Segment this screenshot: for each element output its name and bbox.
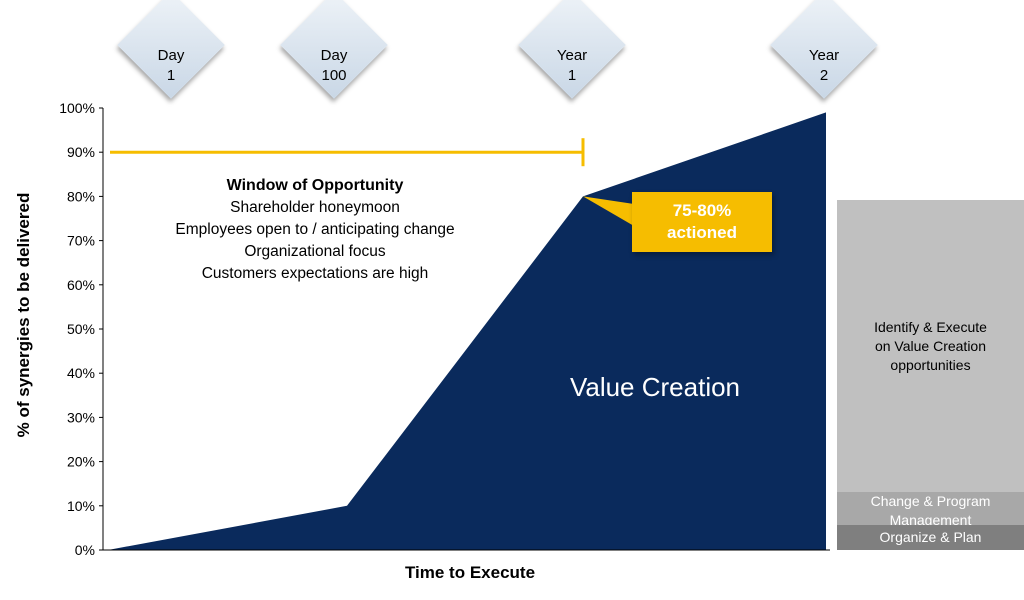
callout-percent: 75-80% <box>672 201 732 220</box>
callout-pointer <box>583 196 634 226</box>
y-tick-label: 30% <box>67 409 95 425</box>
phase-bottom-label: Organize & Plan <box>879 529 982 545</box>
actioned-callout: 75-80% actioned <box>632 192 772 252</box>
y-tick-label: 100% <box>59 100 95 116</box>
window-of-opportunity: Window of Opportunity Shareholder honeym… <box>130 175 500 285</box>
y-tick-label: 80% <box>67 188 95 204</box>
x-axis-title: Time to Execute <box>404 563 536 582</box>
phase-change-management: Change & Program Management <box>837 492 1024 528</box>
y-axis-title: % of synergies to be delivered <box>14 192 33 438</box>
y-tick-label: 70% <box>67 233 95 249</box>
y-tick-label: 50% <box>67 321 95 337</box>
callout-word: actioned <box>667 223 737 242</box>
phase-top-line: opportunities <box>890 357 971 373</box>
window-line: Employees open to / anticipating change <box>175 221 455 238</box>
y-tick-label: 20% <box>67 454 95 470</box>
y-tick-label: 0% <box>75 542 95 558</box>
window-title: Window of Opportunity <box>226 177 404 194</box>
window-line: Shareholder honeymoon <box>230 199 400 216</box>
phase-mid-line: Management <box>889 512 972 528</box>
phase-top-line: Identify & Execute <box>874 319 987 335</box>
phase-identify-execute: Identify & Execute on Value Creation opp… <box>837 200 1024 492</box>
phase-organize-plan: Organize & Plan <box>837 525 1024 550</box>
y-tick-label: 40% <box>67 365 95 381</box>
phase-top-line: on Value Creation <box>874 338 987 354</box>
window-line: Organizational focus <box>244 243 386 260</box>
y-tick-label: 10% <box>67 498 95 514</box>
phase-mid-line: Change & Program <box>870 493 991 509</box>
y-tick-label: 60% <box>67 277 95 293</box>
y-axis-title-wrap: % of synergies to be delivered <box>4 60 34 600</box>
window-line: Customers expectations are high <box>201 265 429 282</box>
value-creation-label: Value Creation <box>569 372 741 402</box>
y-tick-label: 90% <box>67 144 95 160</box>
